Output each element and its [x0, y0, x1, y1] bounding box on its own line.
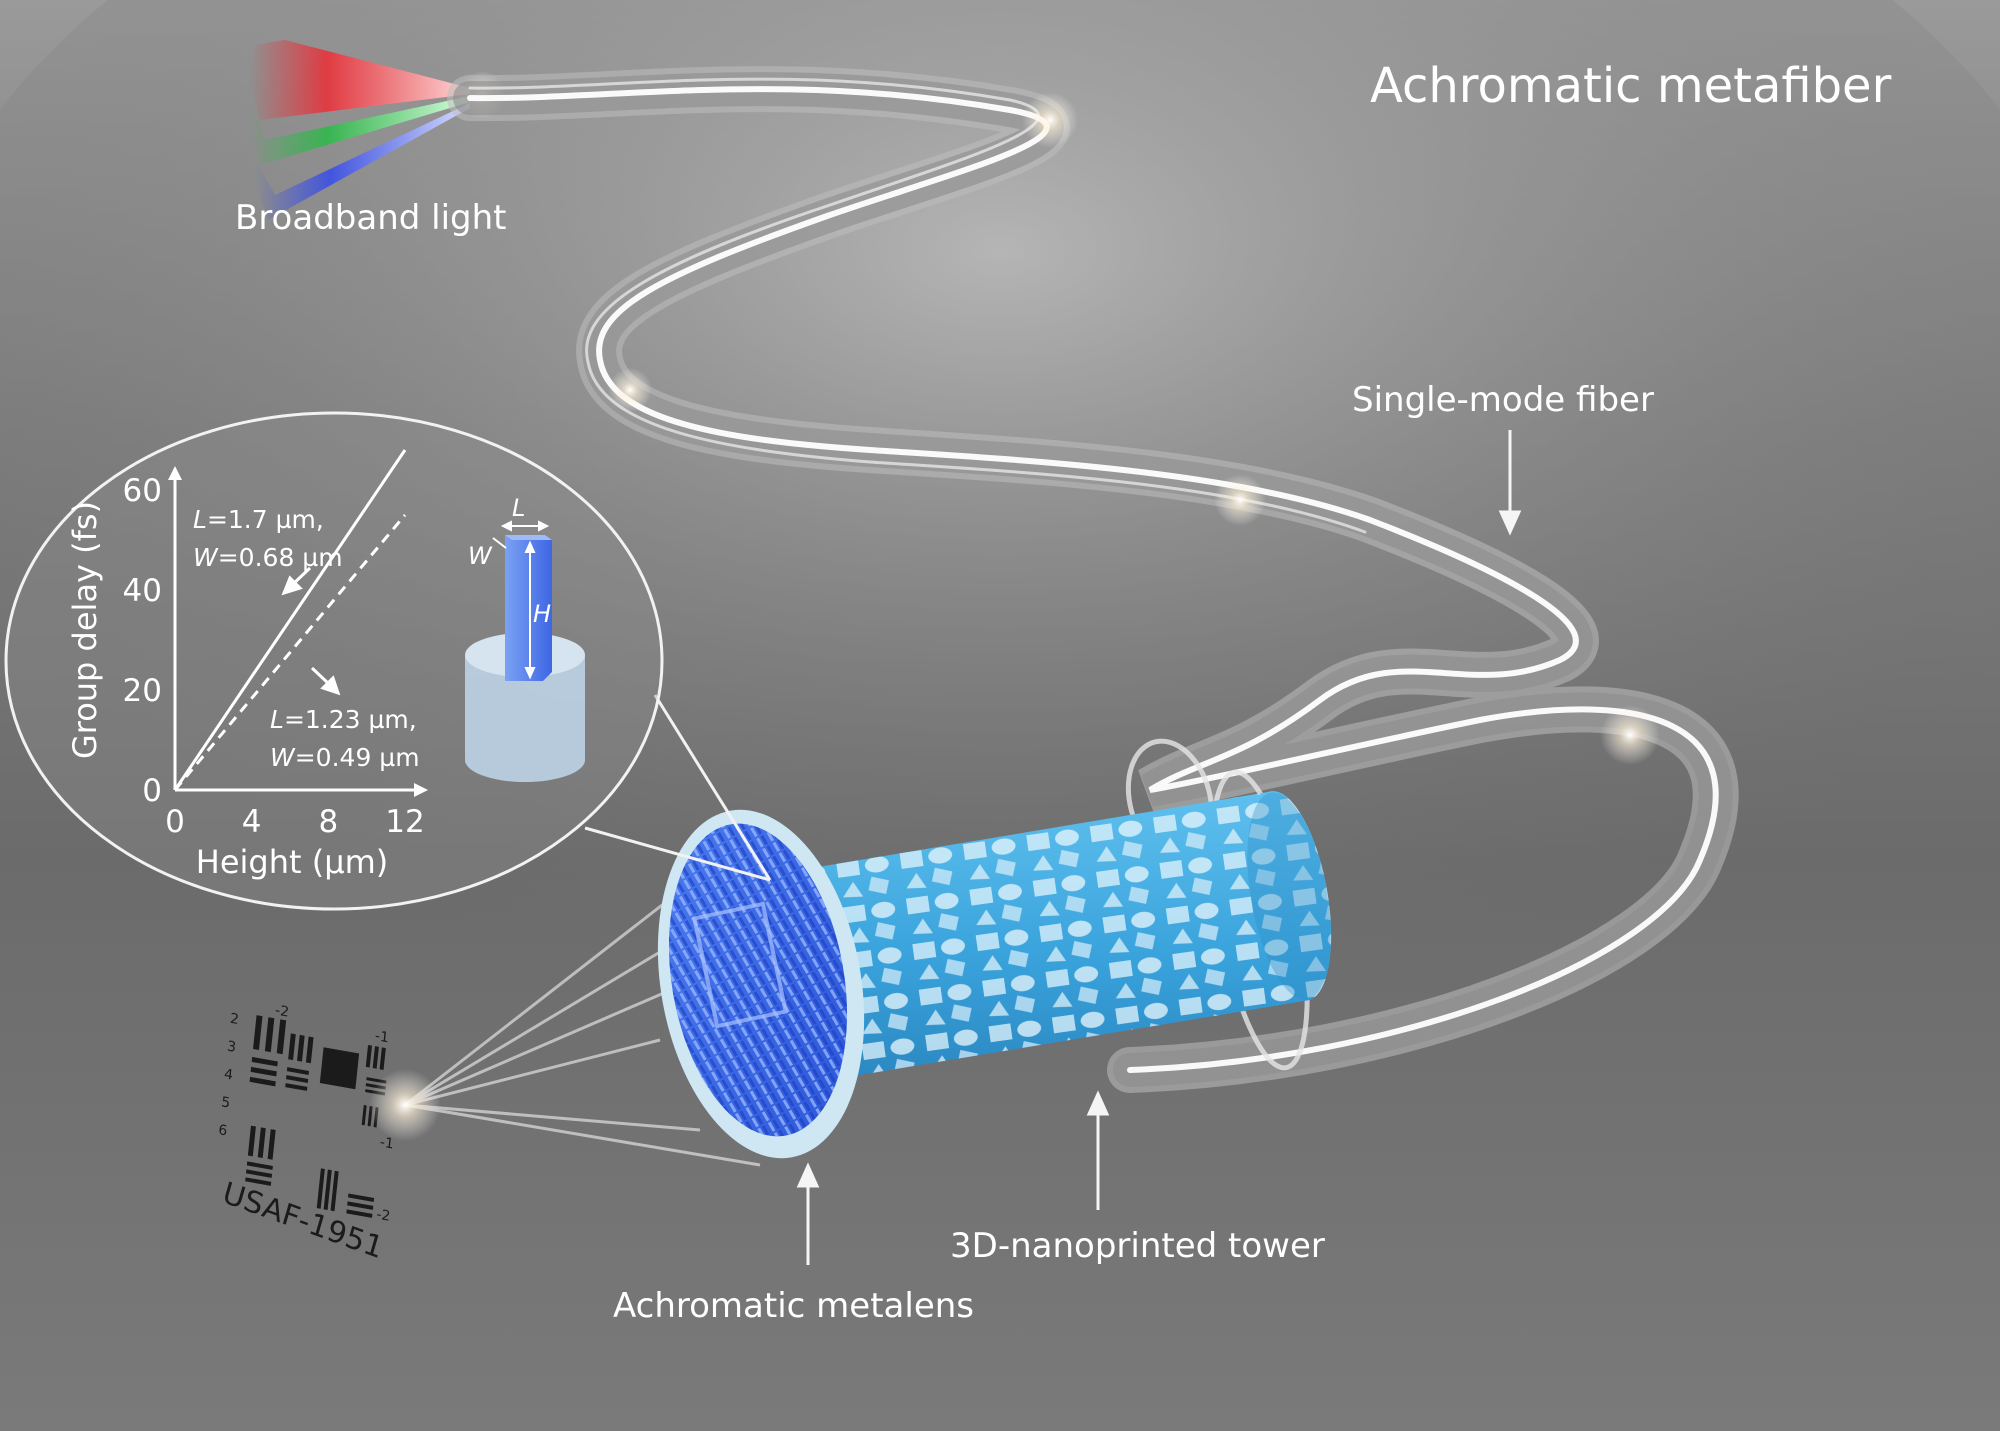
- red-beam: [250, 40, 470, 120]
- single-mode-fiber: [447, 66, 1739, 1093]
- dashed-line-val-l: =1.23 µm,: [284, 705, 417, 734]
- broadband-light-label: Broadband light: [235, 198, 507, 238]
- x-tick-labels: 0 4 8 12: [165, 804, 425, 840]
- dashed-line-annotation-1: L=1.23 µm,: [270, 705, 417, 734]
- tower-label: 3D-nanoprinted tower: [950, 1226, 1325, 1266]
- zoom-callout-lines: [584, 694, 772, 882]
- pillar-width-label: W: [468, 542, 493, 570]
- solid-line-val-l: =1.7 µm,: [207, 505, 324, 534]
- solid-line-annotation-1: L=1.7 µm,: [193, 505, 324, 534]
- usaf-element-6: 6: [218, 1122, 229, 1139]
- dashed-line-val-w: =0.49 µm: [295, 743, 420, 772]
- dashed-line-var-l: L: [270, 705, 284, 734]
- label-arrows: [796, 430, 1522, 1265]
- y-axis-label: Group delay (fs): [66, 501, 104, 759]
- solid-line-var-l: L: [193, 505, 207, 534]
- usaf-group-d: -2: [376, 1207, 391, 1225]
- usaf-target-label: USAF-1951: [219, 1176, 387, 1266]
- y-tick-label-2: 40: [123, 573, 162, 609]
- x-axis-arrow: [414, 783, 428, 797]
- width-dimension: [492, 537, 507, 549]
- solid-line-annotation-2: W=0.68 µm: [193, 543, 343, 572]
- solid-line-var-w: W: [193, 543, 219, 572]
- y-tick-label-1: 20: [123, 673, 162, 709]
- pillar-length-label: L: [512, 494, 525, 522]
- usaf-target: 2 3 4 5 6 -2 -1 -1 -2 USAF-1951: [218, 1002, 395, 1266]
- x-tick-label-3: 12: [385, 804, 424, 840]
- pillar-base: [465, 655, 585, 782]
- dashed-line-var-w: W: [270, 743, 296, 772]
- usaf-group-a: -2: [274, 1002, 289, 1020]
- target-glow: [369, 1069, 441, 1141]
- x-tick-label-2: 8: [318, 804, 338, 840]
- y-tick-label-0: 0: [142, 773, 162, 809]
- nanoprinted-tower: [657, 791, 1332, 1159]
- dashed-line-pointer-head: [320, 675, 341, 696]
- x-tick-label-1: 4: [242, 804, 262, 840]
- solid-line-val-w: =0.68 µm: [218, 543, 343, 572]
- metalens-label: Achromatic metalens: [613, 1286, 975, 1326]
- x-axis-label: Height (µm): [196, 843, 388, 881]
- usaf-element-2: 2: [229, 1011, 239, 1028]
- usaf-element-4: 4: [223, 1066, 234, 1083]
- nanopillar-illustration: L W H: [465, 494, 585, 782]
- figure-title: Achromatic metafiber: [1370, 58, 1892, 114]
- blue-beam: [255, 103, 470, 220]
- usaf-element-3: 3: [226, 1039, 236, 1056]
- usaf-group-c: -1: [379, 1134, 394, 1152]
- single-mode-fiber-label: Single-mode fiber: [1352, 380, 1654, 420]
- group-delay-chart: 0 4 8 12 0 20 40 60 Height (µm) Group delay (f…: [66, 449, 428, 881]
- y-axis-arrow: [168, 466, 182, 480]
- pillar-height-label: H: [533, 600, 551, 628]
- green-beam: [250, 95, 470, 165]
- inset-ellipse: [4, 411, 664, 911]
- usaf-group-b: -1: [374, 1028, 389, 1046]
- usaf-element-5: 5: [220, 1094, 230, 1111]
- y-tick-label-3: 60: [123, 473, 162, 509]
- series-lines: [173, 449, 407, 791]
- y-tick-labels: 0 20 40 60: [123, 473, 162, 809]
- pillar-block: [505, 535, 552, 681]
- dashed-line-annotation-2: W=0.49 µm: [270, 743, 420, 772]
- solid-line-pointer-head: [281, 575, 303, 596]
- series-line-dashed: [173, 514, 407, 791]
- x-tick-label-0: 0: [165, 804, 185, 840]
- series-line-solid: [173, 449, 407, 791]
